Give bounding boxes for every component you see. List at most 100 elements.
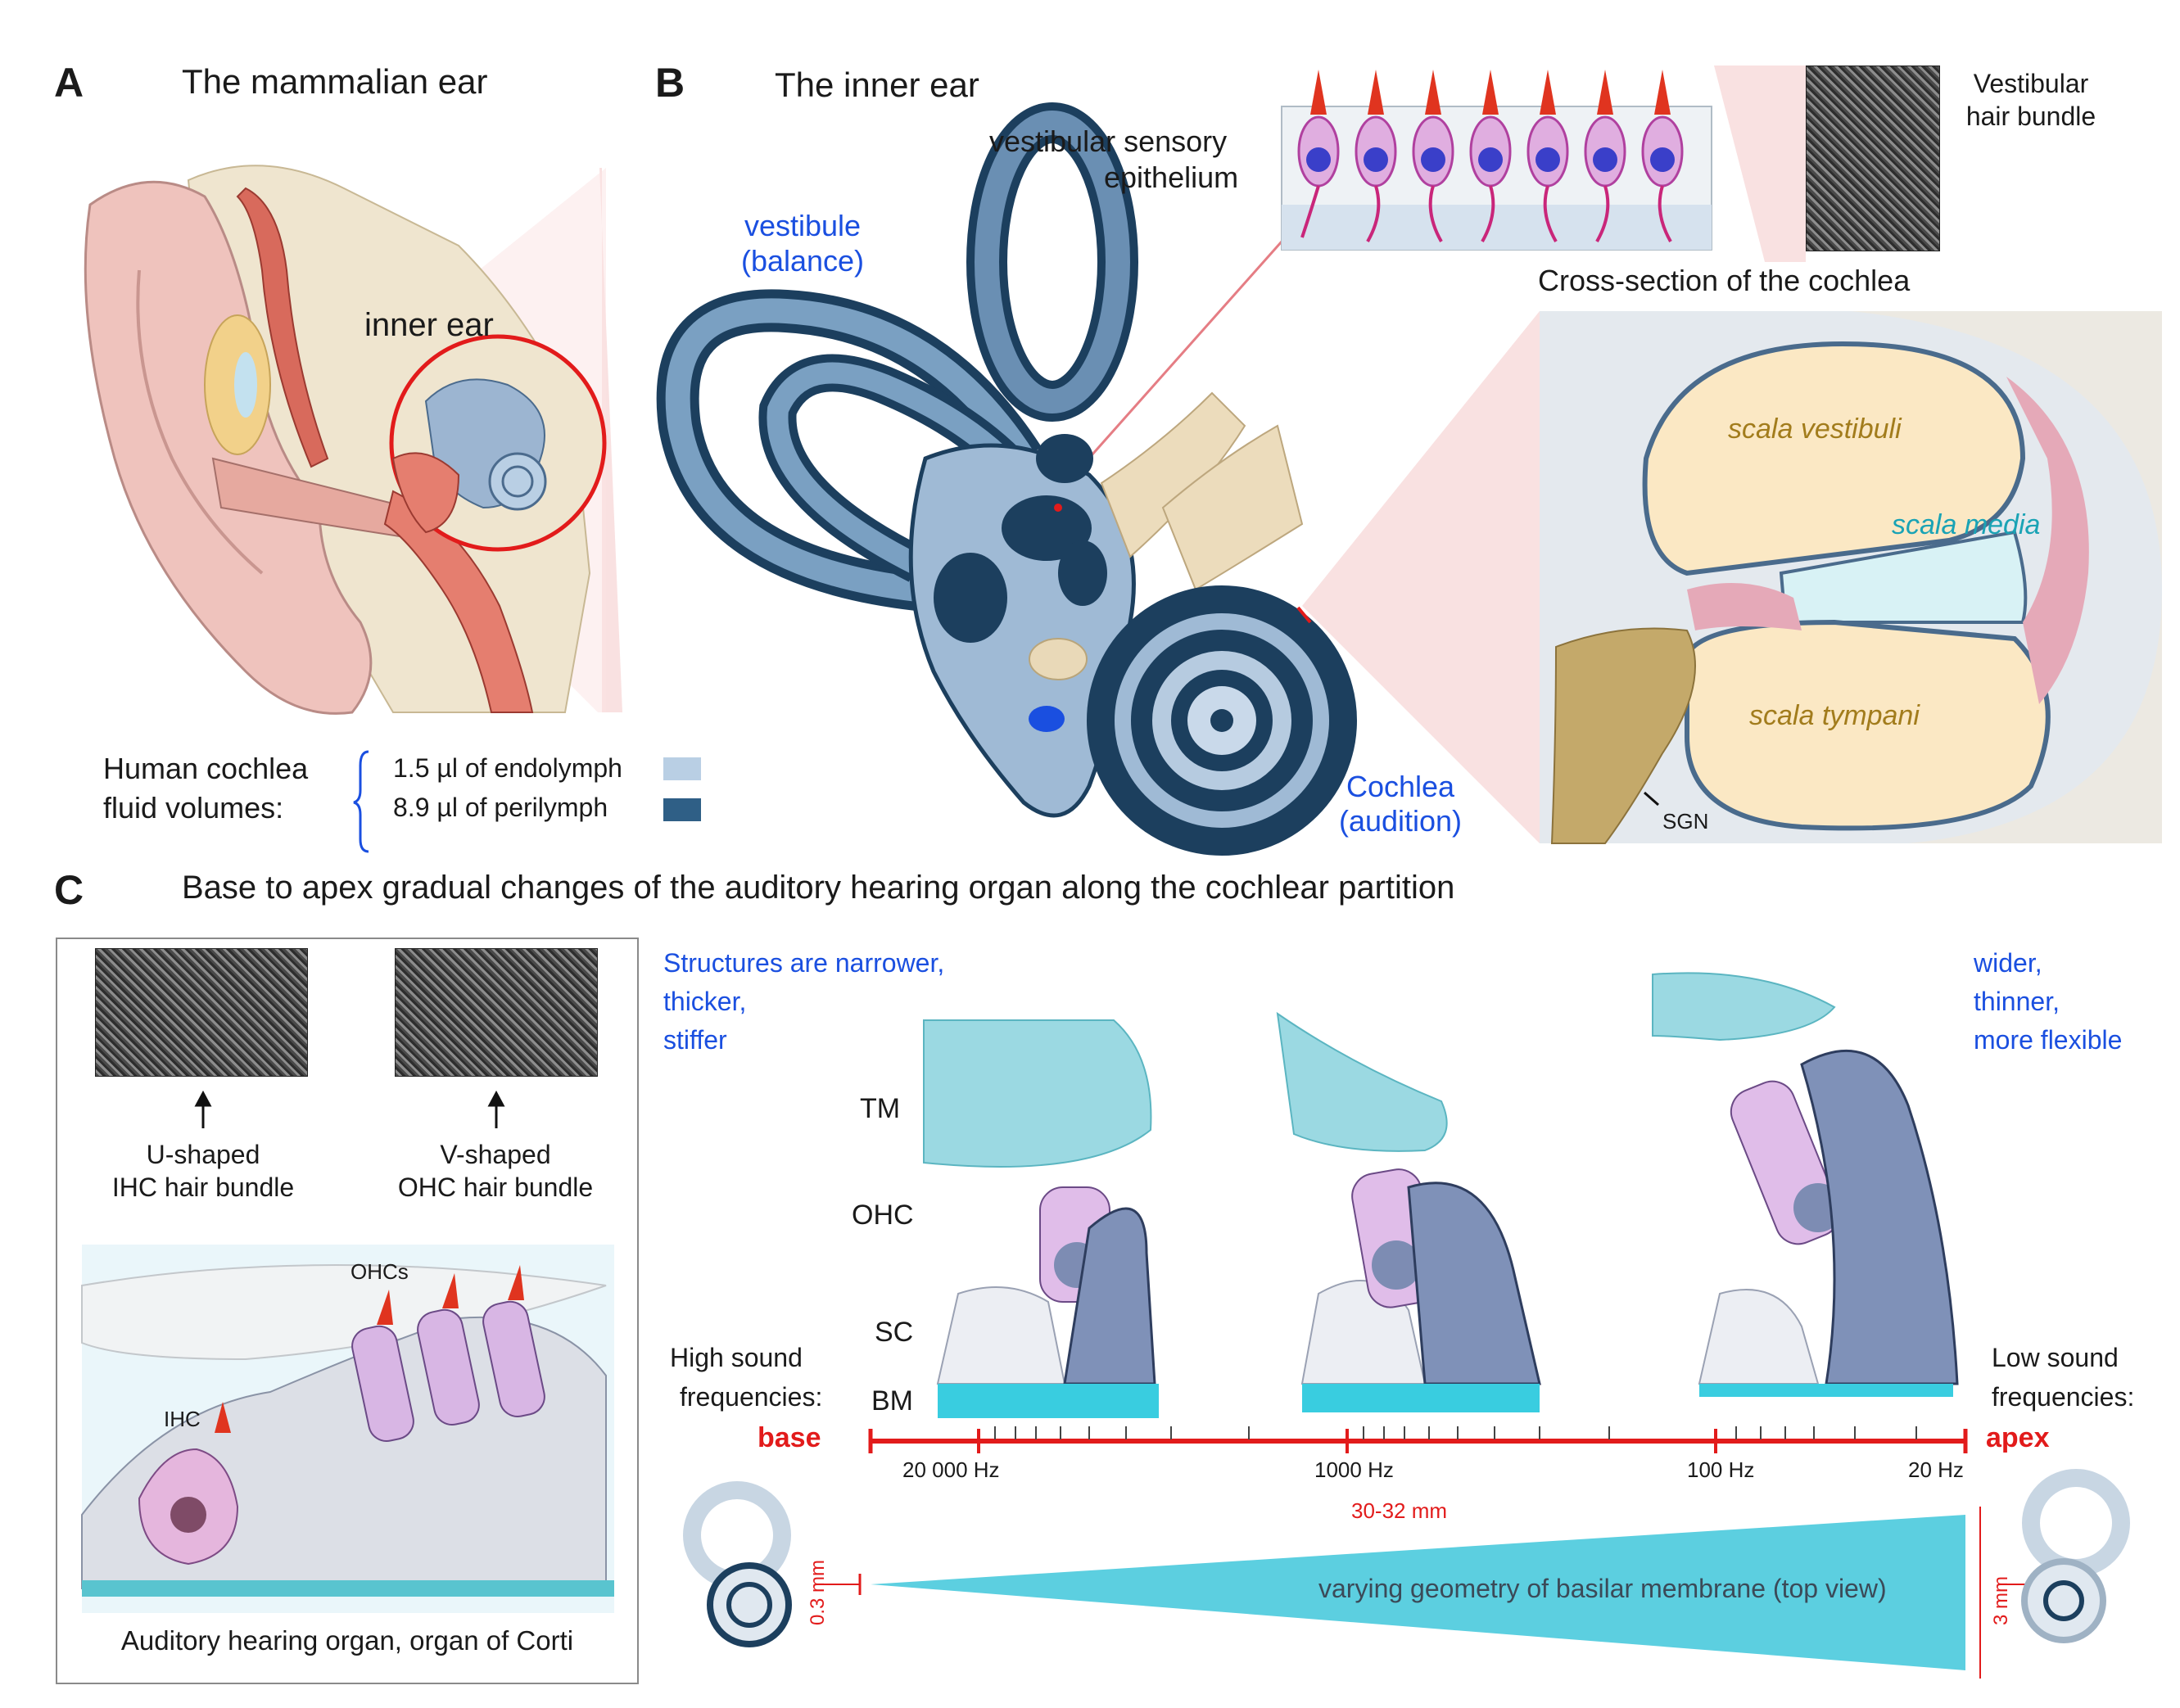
- panel-a-letter: A: [54, 60, 84, 106]
- tm-apex: [1652, 972, 1836, 1042]
- ossicles: [391, 452, 460, 534]
- left-desc-1: Structures are narrower,: [663, 948, 945, 978]
- eustachian-tube: [383, 490, 534, 713]
- cochlea-label-2: (audition): [1338, 804, 1463, 838]
- vestibular-bundle-label-2: hair bundle: [1965, 102, 2096, 131]
- cochlear-nerve: [1161, 424, 1304, 591]
- cochlear-sections: [923, 972, 1959, 1418]
- mini-cochlea-turn: [501, 465, 534, 498]
- legend-heading-1: Human cochlea: [103, 752, 309, 785]
- cochlea-section-mark: [1296, 606, 1312, 624]
- ampulla-2: [1058, 540, 1107, 606]
- panel-b-title: The inner ear: [775, 66, 979, 104]
- ohc-middle-nucleus: [1372, 1240, 1421, 1290]
- ear-illustration: [84, 165, 622, 715]
- right-desc-3: more flexible: [1974, 1025, 2123, 1055]
- sgn-label: SGN: [1662, 809, 1709, 834]
- row-label-tm: TM: [860, 1093, 901, 1124]
- tick-1000hz: 1000 Hz: [1314, 1457, 1394, 1482]
- muscle: [236, 187, 329, 468]
- epithelium-label-1: vestibular sensory: [989, 124, 1228, 158]
- panel-a-title: The mammalian ear: [182, 62, 488, 101]
- round-window: [1029, 706, 1065, 732]
- tick-20000hz: 20 000 Hz: [902, 1457, 1000, 1482]
- bm-caption: varying geometry of basilar membrane (to…: [1318, 1574, 1887, 1603]
- ohc-bundle-3: [508, 1265, 524, 1300]
- apex-cochlea-thumbnail: [2021, 1469, 2130, 1643]
- panel-c-title: Base to apex gradual changes of the audi…: [182, 870, 1455, 906]
- ihc-bundle-sem: [95, 948, 308, 1077]
- ampulla-1: [934, 553, 1007, 643]
- scala-vestibuli: [1642, 341, 2026, 576]
- panel-b-letter: B: [655, 60, 685, 106]
- legend-perilymph-label: 8.9 µl of perilymph: [393, 793, 608, 822]
- vestibule-label-2: (balance): [740, 244, 865, 278]
- ohc-1: [351, 1325, 414, 1442]
- oval-window: [1029, 638, 1088, 680]
- legend-heading-2: fluid volumes:: [103, 791, 284, 825]
- epithelium-base: [1282, 205, 1712, 250]
- posterior-canal-inner: [665, 298, 1034, 602]
- bundle-wedge: [1714, 66, 1806, 262]
- cochlea-apex: [1210, 709, 1233, 732]
- helix-fold: [136, 269, 264, 575]
- ihc-nucleus: [170, 1497, 206, 1533]
- ohc-bundle-2: [442, 1273, 459, 1308]
- mini-cochlea: [488, 452, 547, 511]
- ohc-bundle-1: [377, 1290, 393, 1325]
- frequency-axis: [868, 1426, 1968, 1453]
- base-label: base: [758, 1422, 821, 1453]
- row-label-bm: BM: [871, 1385, 913, 1417]
- endolymph-swatch: [663, 757, 701, 780]
- basilar-membrane-corti: [82, 1580, 614, 1597]
- tick-20hz: 20 Hz: [1908, 1457, 1964, 1482]
- inner-ear-label: inner ear: [364, 307, 494, 343]
- scala-tympani-label: scala tympani: [1749, 700, 1920, 731]
- legend-brace: [353, 750, 369, 853]
- sc-base: [936, 1286, 1066, 1385]
- left-desc-3: stiffer: [663, 1025, 727, 1055]
- utricle: [1002, 495, 1092, 561]
- legend-endolymph-label: 1.5 µl of endolymph: [393, 753, 622, 783]
- scala-media-label: scala media: [1892, 509, 2041, 540]
- length-label: 30-32 mm: [1351, 1498, 1448, 1523]
- organ-caption: Auditory hearing organ, organ of Corti: [120, 1625, 574, 1656]
- vestibular-bundle-label-1: Vestibular: [1973, 69, 2089, 98]
- bm-base: [938, 1384, 1159, 1418]
- ampulla-3: [1036, 434, 1093, 483]
- bm-apex: [1699, 1384, 1953, 1397]
- vestibular-epithelium: [1281, 70, 1712, 251]
- lateral-canal-inner: [767, 362, 1041, 575]
- base-cochlea-thumbnail: [683, 1481, 792, 1647]
- high-freq-label-2: frequencies:: [680, 1382, 823, 1412]
- width-apex-label: 3 mm: [1990, 1576, 2012, 1625]
- scala-vestibuli-label: scala vestibuli: [1728, 413, 1902, 445]
- low-freq-label-2: frequencies:: [1992, 1382, 2135, 1412]
- row-label-ohc: OHC: [852, 1200, 914, 1231]
- sem-arrows: [194, 1090, 505, 1128]
- vestibule-label-1: vestibule: [744, 209, 862, 242]
- cochlea-label-1: Cochlea: [1346, 770, 1455, 803]
- cochlea-cross-section: [1540, 311, 2162, 844]
- high-freq-label-1: High sound: [670, 1343, 803, 1372]
- ihc-bundle: [215, 1402, 231, 1433]
- spiral-ganglion: [1550, 627, 1696, 844]
- cross-section-title: Cross-section of the cochlea: [1538, 264, 1911, 297]
- ihc-label: IHC: [164, 1407, 201, 1431]
- vestibular-bundle-sem: [1806, 66, 1940, 251]
- v-shaped-label-1: V-shaped: [440, 1140, 551, 1169]
- ohcs-label: OHCs: [351, 1259, 409, 1284]
- pillar-apex: [1800, 1049, 1959, 1385]
- ohc-3: [482, 1300, 545, 1417]
- bm-middle: [1302, 1384, 1540, 1412]
- organ-of-corti: [81, 1245, 614, 1613]
- row-label-sc: SC: [875, 1317, 914, 1348]
- scala-media: [1779, 530, 2028, 624]
- epithelium-marker: [1054, 504, 1062, 512]
- spiral-limbus: [1687, 583, 1802, 630]
- low-freq-label-1: Low sound: [1992, 1343, 2119, 1372]
- tm-middle: [1276, 1011, 1448, 1152]
- tick-100hz: 100 Hz: [1687, 1457, 1755, 1482]
- right-desc-1: wider,: [1974, 948, 2042, 978]
